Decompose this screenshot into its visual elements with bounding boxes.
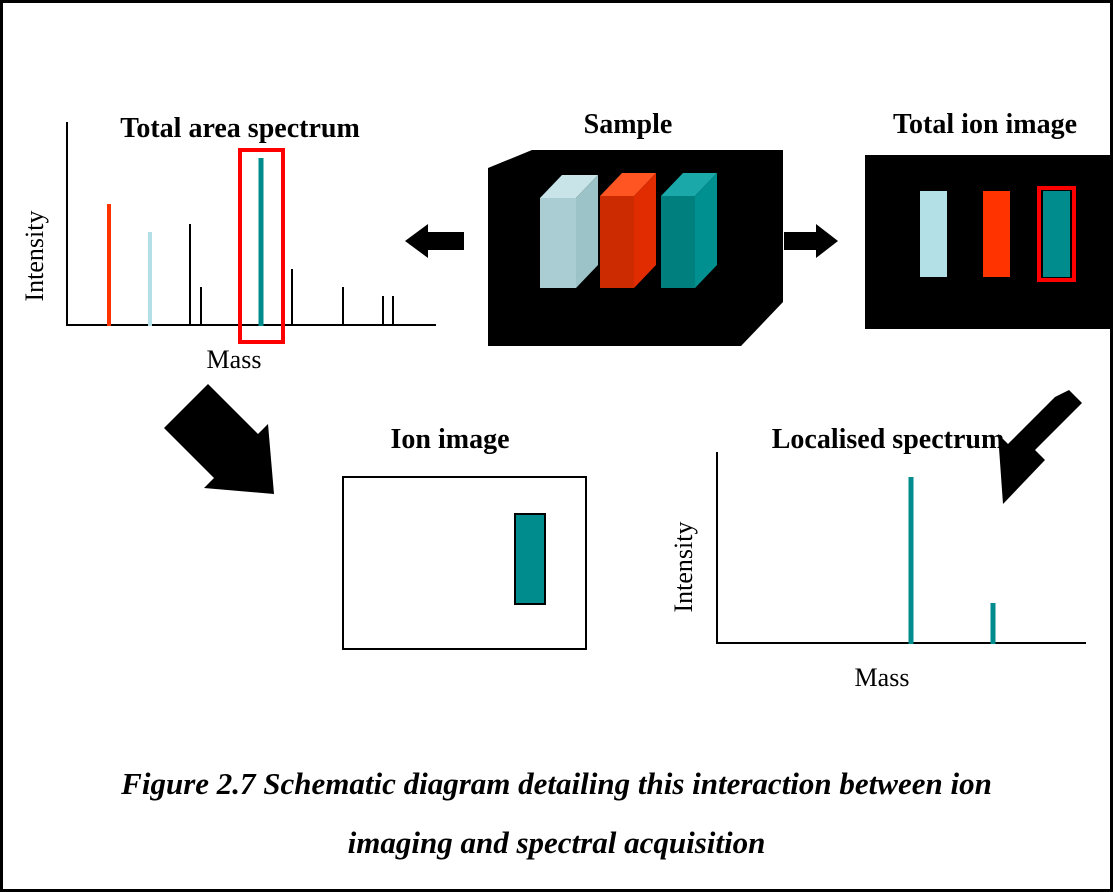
ion-image-bar-teal: [1043, 191, 1070, 277]
localised-y-label: Intensity: [669, 522, 698, 613]
ion-image-bar-light-blue: [920, 191, 947, 277]
sample-bar-light-blue-side: [576, 175, 598, 288]
figure-caption-line-2: imaging and spectral acquisition: [347, 825, 766, 860]
total-area-spectrum-title: Total area spectrum: [120, 113, 360, 144]
arrow-down-right-icon: [164, 384, 274, 494]
ion-image-title: Ion image: [391, 424, 510, 455]
sample-bar-teal-top: [661, 173, 717, 196]
ion-image-spot-teal: [514, 513, 546, 605]
ion-image: Ion image: [342, 424, 587, 650]
ion-image-selection-box: [1037, 186, 1076, 282]
spectrum-x-label: Mass: [207, 345, 262, 374]
spectrum-selection-box: [238, 148, 285, 344]
sample-bar-teal-front: [661, 196, 695, 288]
ion-image-bar-orange: [983, 191, 1010, 277]
total-ion-image: Total ion image: [865, 109, 1111, 329]
localised-spectrum-title: Localised spectrum: [772, 424, 1005, 455]
localised-x-label: Mass: [855, 663, 910, 692]
total-ion-image-title: Total ion image: [893, 109, 1077, 140]
sample-bar-light-blue-top: [540, 175, 598, 198]
ion-image-frame: [342, 476, 587, 650]
total-area-spectrum: Total area spectrum Intensity Mass: [20, 113, 436, 374]
sample-bar-teal-side: [695, 173, 717, 288]
localised-spectrum: Localised spectrum Intensity Mass: [669, 424, 1086, 692]
sample-title: Sample: [584, 109, 673, 140]
figure-caption-line-1: Figure 2.7 Schematic diagram detailing t…: [121, 766, 992, 801]
sample: Sample: [488, 109, 783, 346]
sample-bar-light-blue-front: [540, 198, 576, 288]
arrow-left-icon: [405, 224, 464, 258]
spectrum-y-label: Intensity: [20, 211, 49, 302]
sample-bar-orange-side: [634, 173, 656, 288]
arrow-right-icon: [784, 224, 838, 258]
sample-bar-orange-top: [600, 173, 656, 196]
arrow-down-left-icon: [998, 390, 1082, 504]
sample-bar-orange-front: [600, 196, 634, 288]
